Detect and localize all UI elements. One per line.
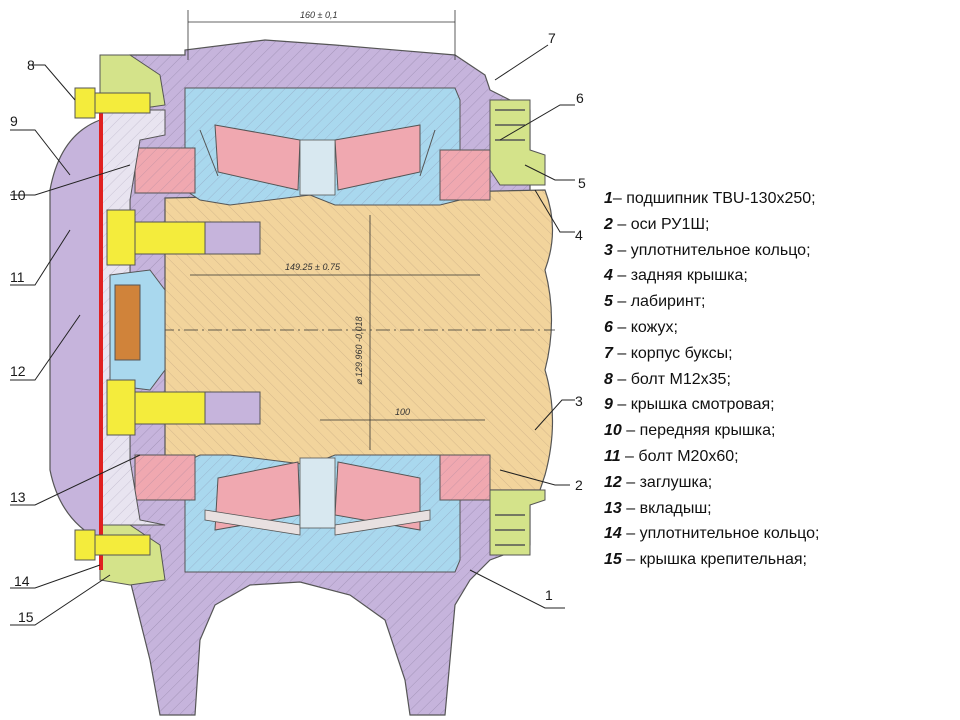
bolt-m20-upper [106,209,261,266]
legend-number: 3 [604,241,613,259]
legend-text: – крышка крепительная; [621,551,807,569]
legend-number: 13 [604,499,622,517]
legend-text: – болт М12х35; [612,370,731,388]
rollers-upper [199,124,436,196]
legend-item: 8 – болт М12х35; [604,367,954,393]
callout-9: 9 [10,113,18,129]
legend-item: 13 – вкладыш; [604,496,954,522]
legend-item: 12 – заглушка; [604,470,954,496]
callout-2: 2 [575,477,583,493]
legend-number: 11 [604,447,621,465]
bolt-m20-lower [106,379,261,436]
legend-item: 7 – корпус буксы; [604,341,954,367]
legend-text: – уплотнительное кольцо; [612,241,811,259]
legend-number: 5 [604,293,613,311]
front-seal-lower [134,454,196,501]
bolt-m12-lower [74,529,151,561]
legend-text: – болт М20х60; [620,447,739,465]
inspection-cover [49,119,101,541]
legend-item: 14 – уплотнительное кольцо; [604,521,954,547]
dimension-bottom: 100 [395,407,410,417]
legend-number: 6 [604,318,613,336]
legend-number: 4 [604,267,613,285]
bolt-m12-upper [74,87,151,119]
callout-1: 1 [545,587,553,603]
dimension-diameter: ⌀ 129.960 -0,018 [354,317,364,385]
callout-5: 5 [578,175,586,191]
legend-text: – уплотнительное кольцо; [621,525,820,543]
legend-item: 2 – оси РУ1Ш; [604,212,954,238]
legend-text: – заглушка; [621,473,713,491]
legend-item: 6 – кожух; [604,315,954,341]
legend-text: – подшипник TBU-130x250; [612,190,816,207]
legend-item: 4 – задняя крышка; [604,263,954,289]
callout-10: 10 [10,187,26,203]
legend-item: 1– подшипник TBU-130x250; [604,186,954,212]
front-seal-upper [134,147,196,194]
legend-number: 15 [604,551,622,569]
dimension-lines [187,10,485,450]
legend-number: 12 [604,473,622,491]
callout-4: 4 [575,227,583,243]
legend-number: 14 [604,525,622,543]
legend-text: – крышка смотровая; [612,396,775,414]
legend-text: – оси РУ1Ш; [612,215,710,233]
callout-13: 13 [10,489,26,505]
legend-text: – лабиринт; [612,293,706,311]
legend-text: – задняя крышка; [612,267,748,285]
callout-11: 11 [10,269,25,285]
legend-text: – кожух; [612,318,678,336]
legend-text: – корпус буксы; [612,344,733,362]
rear-cover-upper [439,99,546,201]
callout-12: 12 [10,363,26,379]
callout-15: 15 [18,609,34,625]
legend-number: 9 [604,396,613,414]
callout-7: 7 [548,30,556,46]
legend-item: 5 – лабиринт; [604,289,954,315]
axle-box-diagram: 160 ± 0,1 149.25 ± 0.75 ⌀ 129.960 -0,018… [10,10,586,716]
legend-item: 10 – передняя крышка; [604,418,954,444]
legend-number: 10 [604,422,622,440]
parts-legend: 1– подшипник TBU-130x250;2 – оси РУ1Ш;3 … [604,186,954,573]
legend-number: 8 [604,370,613,388]
rear-cover-lower [439,454,546,556]
plug [109,269,166,391]
legend-text: – передняя крышка; [621,422,776,440]
legend-number: 1 [604,190,613,207]
legend-item: 11 – болт М20х60; [604,444,954,470]
axle [160,189,555,491]
legend-text: – вкладыш; [621,499,712,517]
dimension-middle: 149.25 ± 0.75 [285,262,341,272]
dimension-top: 160 ± 0,1 [300,10,337,20]
legend-number: 7 [604,344,613,362]
leader-lines [10,44,575,626]
legend-number: 2 [604,215,613,233]
legend-item: 9 – крышка смотровая; [604,392,954,418]
callout-3: 3 [575,393,583,409]
callout-14: 14 [14,573,30,589]
callout-8: 8 [27,57,35,73]
legend-item: 15 – крышка крепительная; [604,547,954,573]
seal-ring-14 [99,100,103,570]
rollers-lower [204,457,431,536]
legend-item: 3 – уплотнительное кольцо; [604,238,954,264]
callout-6: 6 [576,90,584,106]
